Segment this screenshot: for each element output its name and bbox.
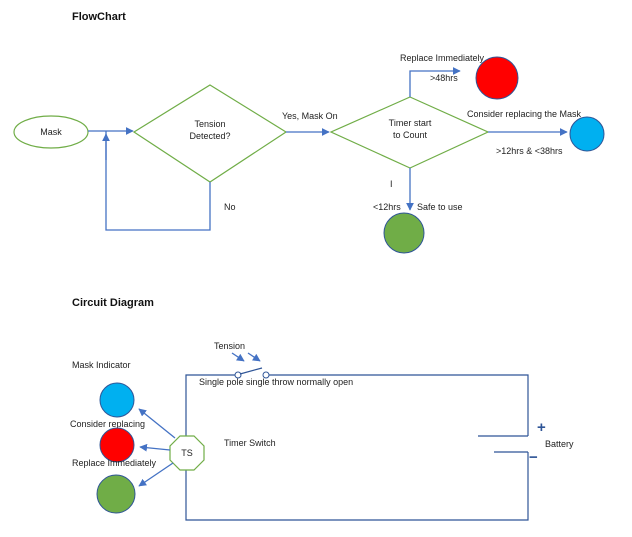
circuit-red-circle: [99, 427, 135, 463]
timer-switch-octagon: [169, 435, 205, 471]
no-loop-line: [105, 131, 211, 231]
wire-top-left: [185, 374, 235, 436]
mask-indicator-label: Mask Indicator: [72, 360, 131, 370]
minus-sign: −: [529, 449, 538, 466]
tension-arrow-1: [231, 352, 245, 362]
plus-sign: +: [537, 419, 546, 436]
mask-oval: [13, 115, 89, 149]
ts-label: TS: [181, 448, 193, 458]
blue-indicator-circle: [569, 116, 605, 152]
tension-line1: Tension: [194, 119, 225, 129]
arrow-to-red: [139, 443, 171, 452]
no-label: No: [224, 202, 236, 212]
replace-label: Replace Immediately: [400, 53, 485, 63]
consider-label: Consider replacing the Mask: [467, 109, 582, 119]
circuit-tension-label: Tension: [214, 341, 245, 351]
red-indicator-circle: [475, 56, 519, 100]
flowchart-title: FlowChart: [72, 11, 126, 23]
tension-line2: Detected?: [189, 131, 230, 141]
safe-label: Safe to use: [417, 202, 463, 212]
switch-label: Single pole single throw normally open: [199, 377, 353, 387]
tension-arrow-2: [247, 352, 261, 362]
timer-switch-label: Timer Switch: [224, 438, 276, 448]
circuit-title: Circuit Diagram: [72, 297, 154, 309]
circuit-replace-label: Replace Immediately: [72, 458, 157, 468]
under12-label: <12hrs: [373, 202, 401, 212]
arrow-over48: [409, 67, 461, 97]
over48-label: >48hrs: [430, 73, 458, 83]
wire-top-right: [269, 374, 529, 436]
yes-label: Yes, Mask On: [282, 111, 338, 121]
green-indicator-circle: [383, 212, 425, 254]
timer-line2: to Count: [393, 130, 428, 140]
wire-bottom: [185, 452, 529, 521]
circuit-green-circle: [96, 474, 136, 514]
arrow-to-green: [138, 462, 174, 487]
battery-label: Battery: [545, 439, 574, 449]
cursor-mark: I: [390, 179, 393, 189]
timer-line1: Timer start: [389, 118, 432, 128]
arrow-to-blue: [138, 408, 176, 439]
mask-label: Mask: [40, 127, 62, 137]
range-label: >12hrs & <38hrs: [496, 146, 563, 156]
switch-lever: [239, 367, 263, 375]
circuit-consider-label: Consider replacing: [70, 419, 145, 429]
circuit-blue-circle: [99, 382, 135, 418]
